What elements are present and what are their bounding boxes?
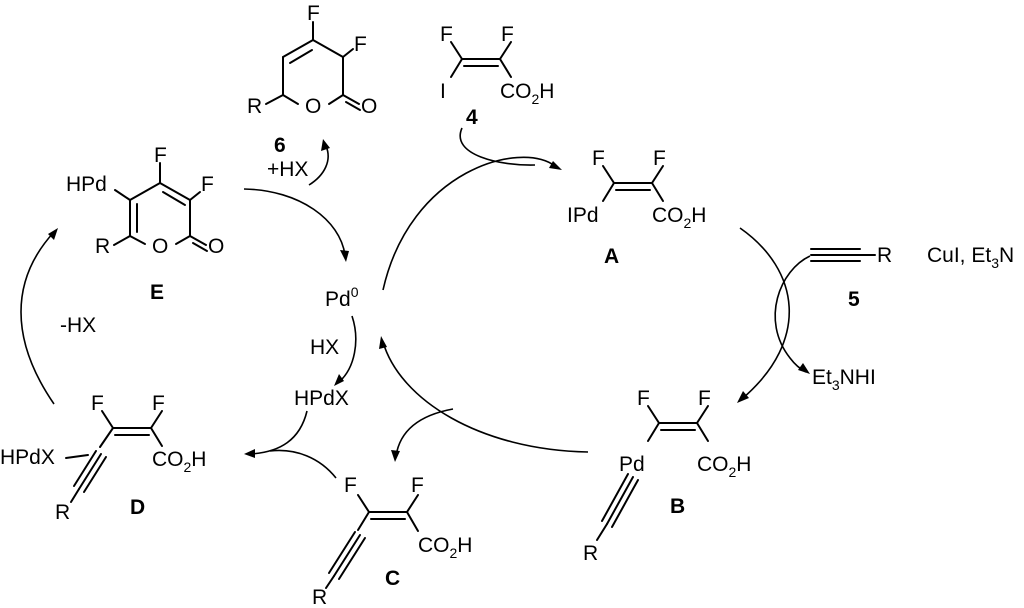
atom-f: F	[201, 173, 214, 196]
atom-f: F	[440, 23, 453, 46]
compound-6-structure: F F O O R 6	[247, 2, 377, 157]
compound-label-6: 6	[274, 134, 286, 157]
carboxyl-group: CO2H	[418, 534, 472, 561]
atom-r: R	[583, 542, 598, 565]
atom-r: R	[55, 501, 70, 524]
compound-label-5: 5	[848, 288, 860, 311]
atom-pd: Pd	[619, 453, 645, 476]
cycle-arrows	[20, 127, 811, 479]
atom-r: R	[312, 586, 327, 608]
pd0-catalyst: Pd0	[325, 284, 359, 311]
atom-i: I	[440, 80, 446, 103]
compound-label-b: B	[670, 495, 685, 518]
plus-hx-reagent: +HX	[267, 158, 308, 181]
atom-f: F	[411, 474, 424, 497]
compound-label-d: D	[130, 496, 145, 519]
atom-o: O	[208, 235, 224, 258]
atom-f: F	[152, 392, 165, 415]
atom-f: F	[91, 392, 104, 415]
atom-o: O	[152, 235, 168, 258]
intermediate-d-structure: F F HPdX CO2H R D	[0, 392, 206, 524]
compound-label-a: A	[604, 245, 619, 268]
atom-f: F	[154, 144, 167, 167]
atom-o: O	[361, 95, 377, 118]
intermediate-e-structure: F F HPd O O R E	[66, 144, 224, 304]
atom-hpdx: HPdX	[0, 446, 55, 469]
reagent-5-structure: R CuI, Et3N 5	[810, 244, 1014, 311]
compound-label-e: E	[150, 281, 164, 304]
compound-label-c: C	[385, 567, 400, 590]
minus-hx-reagent: -HX	[60, 314, 96, 337]
intermediate-a-structure: F F IPd CO2H A	[567, 147, 706, 268]
compound-4-structure: F F I CO2H 4	[440, 23, 554, 129]
atom-hpd: HPd	[66, 173, 107, 196]
atom-f: F	[653, 147, 666, 170]
atom-f: F	[344, 474, 357, 497]
hx-reagent: HX	[310, 336, 339, 359]
atom-r: R	[877, 244, 892, 267]
atom-o: O	[305, 95, 321, 118]
atom-f: F	[637, 387, 650, 410]
atom-f: F	[354, 33, 367, 56]
et3nhi-byproduct: Et3NHI	[812, 366, 876, 393]
atom-f: F	[307, 2, 320, 25]
carboxyl-group: CO2H	[152, 448, 206, 475]
carboxyl-group: CO2H	[652, 204, 706, 231]
intermediate-b-structure: F F Pd CO2H R B	[583, 387, 751, 565]
atom-f: F	[501, 23, 514, 46]
reagent-cui-et3n: CuI, Et3N	[927, 244, 1014, 271]
carboxyl-group: CO2H	[500, 80, 554, 107]
compound-label-4: 4	[466, 106, 478, 129]
hpdx-species: HPdX	[294, 387, 349, 410]
atom-r: R	[95, 235, 110, 258]
atom-f: F	[592, 147, 605, 170]
carboxyl-group: CO2H	[697, 453, 751, 480]
intermediate-c-structure: F F CO2H R C	[312, 474, 472, 608]
atom-ipd: IPd	[567, 204, 599, 227]
atom-r: R	[247, 95, 262, 118]
atom-f: F	[698, 387, 711, 410]
catalyst-labels: Pd0 HX HPdX +HX -HX Et3NHI	[60, 158, 876, 410]
